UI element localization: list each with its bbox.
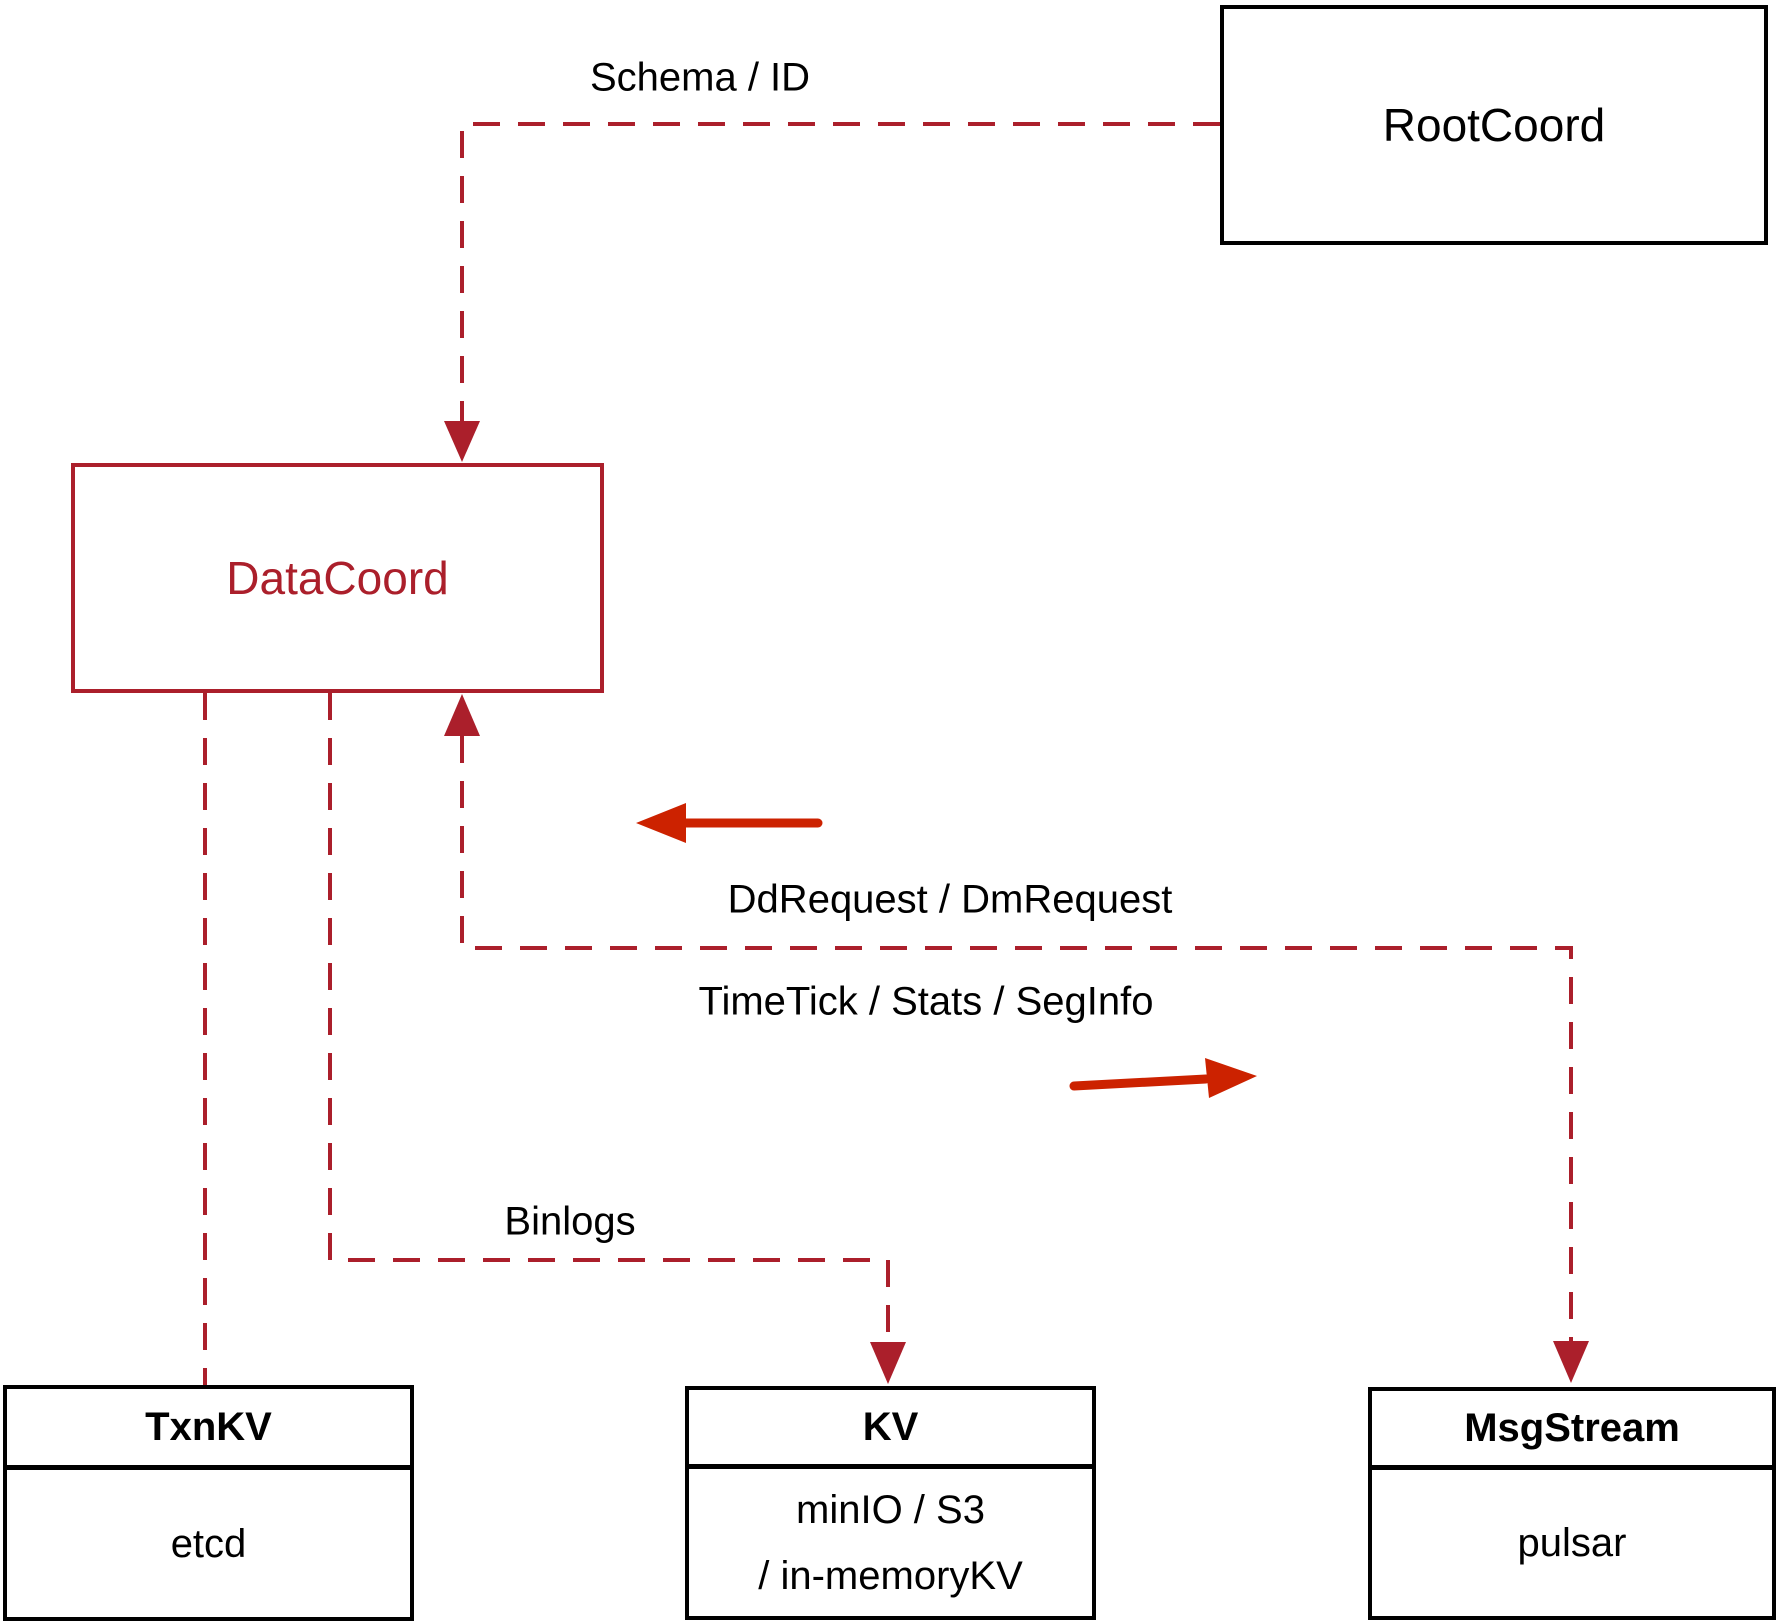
node-rootcoord: RootCoord bbox=[1220, 5, 1768, 245]
node-txnkv-title: TxnKV bbox=[7, 1389, 410, 1470]
node-kv-body-line2: / in-memoryKV bbox=[758, 1553, 1023, 1598]
node-txnkv-body: etcd bbox=[170, 1521, 247, 1566]
node-datacoord: DataCoord bbox=[71, 463, 604, 693]
node-kv: KV minIO / S3 / in-memoryKV bbox=[685, 1386, 1096, 1620]
edge-label-schema-id: Schema / ID bbox=[589, 55, 811, 100]
edge-schema-id-arrowhead-icon bbox=[444, 421, 480, 462]
edge-label-ddrequest-dmrequest: DdRequest / DmRequest bbox=[727, 877, 1173, 922]
node-txnkv: TxnKV etcd bbox=[3, 1385, 414, 1621]
edge-schema-id-line bbox=[460, 122, 1220, 443]
node-msgstream: MsgStream pulsar bbox=[1368, 1387, 1776, 1620]
right-direction-arrow-icon bbox=[1069, 1058, 1257, 1098]
node-datacoord-label: DataCoord bbox=[226, 552, 449, 604]
node-msgstream-title: MsgStream bbox=[1372, 1391, 1772, 1470]
node-rootcoord-label: RootCoord bbox=[1382, 99, 1606, 151]
edge-binlogs-arrowhead-icon bbox=[870, 1342, 906, 1384]
edge-label-binlogs: Binlogs bbox=[504, 1199, 636, 1244]
left-direction-arrow-icon bbox=[636, 803, 823, 843]
edge-msgstream-arrowhead-icon bbox=[1553, 1341, 1589, 1383]
edge-label-timetick-stats-seginfo: TimeTick / Stats / SegInfo bbox=[698, 979, 1154, 1024]
node-kv-body-line1: minIO / S3 bbox=[796, 1487, 985, 1532]
node-msgstream-body: pulsar bbox=[1517, 1521, 1627, 1565]
edge-requests-up-arrowhead-icon bbox=[444, 694, 480, 736]
node-kv-title: KV bbox=[689, 1390, 1092, 1469]
edge-binlogs-line bbox=[328, 693, 890, 1342]
edge-requests-line bbox=[460, 736, 1573, 1341]
